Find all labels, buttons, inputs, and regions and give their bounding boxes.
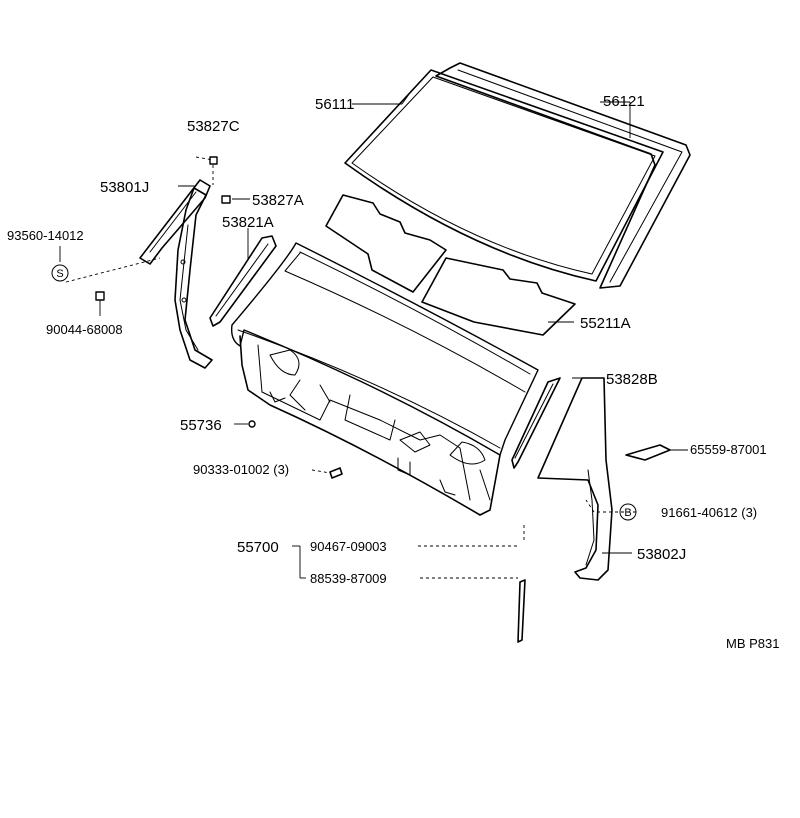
side-panel-right (537, 377, 613, 581)
label-56111: 56111 (315, 96, 355, 113)
side-panel-left (174, 187, 213, 369)
dashed-lines (65, 156, 636, 579)
label-88539-87009: 88539-87009 (310, 571, 387, 586)
pillar-garnish-left (139, 179, 211, 265)
label-53827a: 53827A (252, 192, 304, 209)
cowl-weatherstrip-left (209, 235, 277, 327)
label-65559-87001: 65559-87001 (690, 442, 767, 457)
label-93560-14012: 93560-14012 (7, 228, 84, 243)
windshield-weatherstrip (435, 62, 691, 289)
windshield-glass (344, 69, 664, 282)
label-55700: 55700 (237, 539, 279, 556)
label-90044-68008: 90044-68008 (46, 322, 123, 337)
pillar-garnish-right (511, 377, 561, 469)
label-90333-01002: 90333-01002 (3) (193, 462, 289, 477)
label-53801j: 53801J (100, 179, 149, 196)
label-53828b: 53828B (606, 371, 658, 388)
instrument-panel (230, 242, 539, 516)
label-53821a: 53821A (222, 214, 274, 231)
symbol-s: S (51, 264, 69, 282)
symbol-s-text: S (56, 268, 63, 280)
symbol-b: B (619, 503, 637, 521)
label-53827c: 53827C (187, 118, 240, 135)
label-90467-09003: 90467-09003 (310, 539, 387, 554)
defroster-panel-right (421, 257, 576, 336)
label-53802j: 53802J (637, 546, 686, 563)
label-91661-40612: 91661-40612 (3) (661, 505, 757, 520)
fasteners (95, 156, 343, 479)
diagram-code: MB P831 (726, 636, 779, 651)
label-55211a: 55211A (580, 315, 631, 332)
label-55736: 55736 (180, 417, 222, 434)
defroster-panel-left (325, 194, 447, 293)
part-labels: 56111 56121 53827C 53801J 53827A 53821A … (7, 93, 779, 651)
trim-strip (517, 579, 526, 643)
clip-part-65559 (625, 444, 671, 461)
symbol-b-text: B (624, 507, 631, 519)
leader-lines (59, 89, 688, 579)
label-56121: 56121 (603, 93, 645, 110)
